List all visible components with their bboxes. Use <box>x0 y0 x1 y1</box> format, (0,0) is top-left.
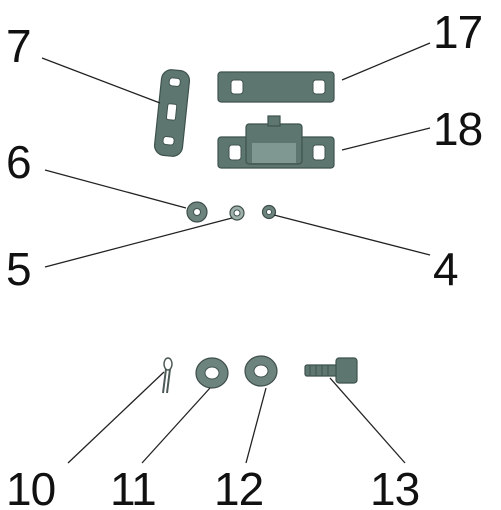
label-13: 13 <box>370 463 419 510</box>
leader-6 <box>44 169 187 209</box>
part-11-washer <box>195 357 229 389</box>
part-7-vertical-plate <box>153 69 191 157</box>
label-18: 18 <box>433 103 482 155</box>
leader-11 <box>141 387 211 464</box>
part-6-washer <box>186 201 208 223</box>
label-10: 10 <box>6 463 55 510</box>
leader-lines <box>41 42 431 464</box>
leader-12 <box>245 387 267 464</box>
leader-5 <box>44 217 233 268</box>
label-6: 6 <box>6 136 31 188</box>
label-4: 4 <box>433 243 458 295</box>
part-12-washer <box>244 355 278 387</box>
part-13-bolt <box>304 357 358 384</box>
leader-18 <box>341 127 431 151</box>
part-5-washer <box>229 205 245 221</box>
leader-4 <box>273 214 431 256</box>
part-18-catch-bar <box>217 115 335 169</box>
part-4-nut <box>261 204 277 220</box>
part-17-flat-bar <box>217 71 335 103</box>
label-7: 7 <box>6 20 31 72</box>
callout-labels: 7 17 18 6 5 4 10 11 12 13 <box>6 6 483 510</box>
label-5: 5 <box>6 243 31 295</box>
leader-17 <box>341 42 431 81</box>
part-10-cotter-pin <box>162 357 173 394</box>
label-17: 17 <box>433 6 482 58</box>
leader-7 <box>41 57 161 104</box>
label-11: 11 <box>110 463 156 510</box>
label-12: 12 <box>214 463 263 510</box>
leader-10 <box>67 371 165 464</box>
leader-13 <box>329 377 406 464</box>
